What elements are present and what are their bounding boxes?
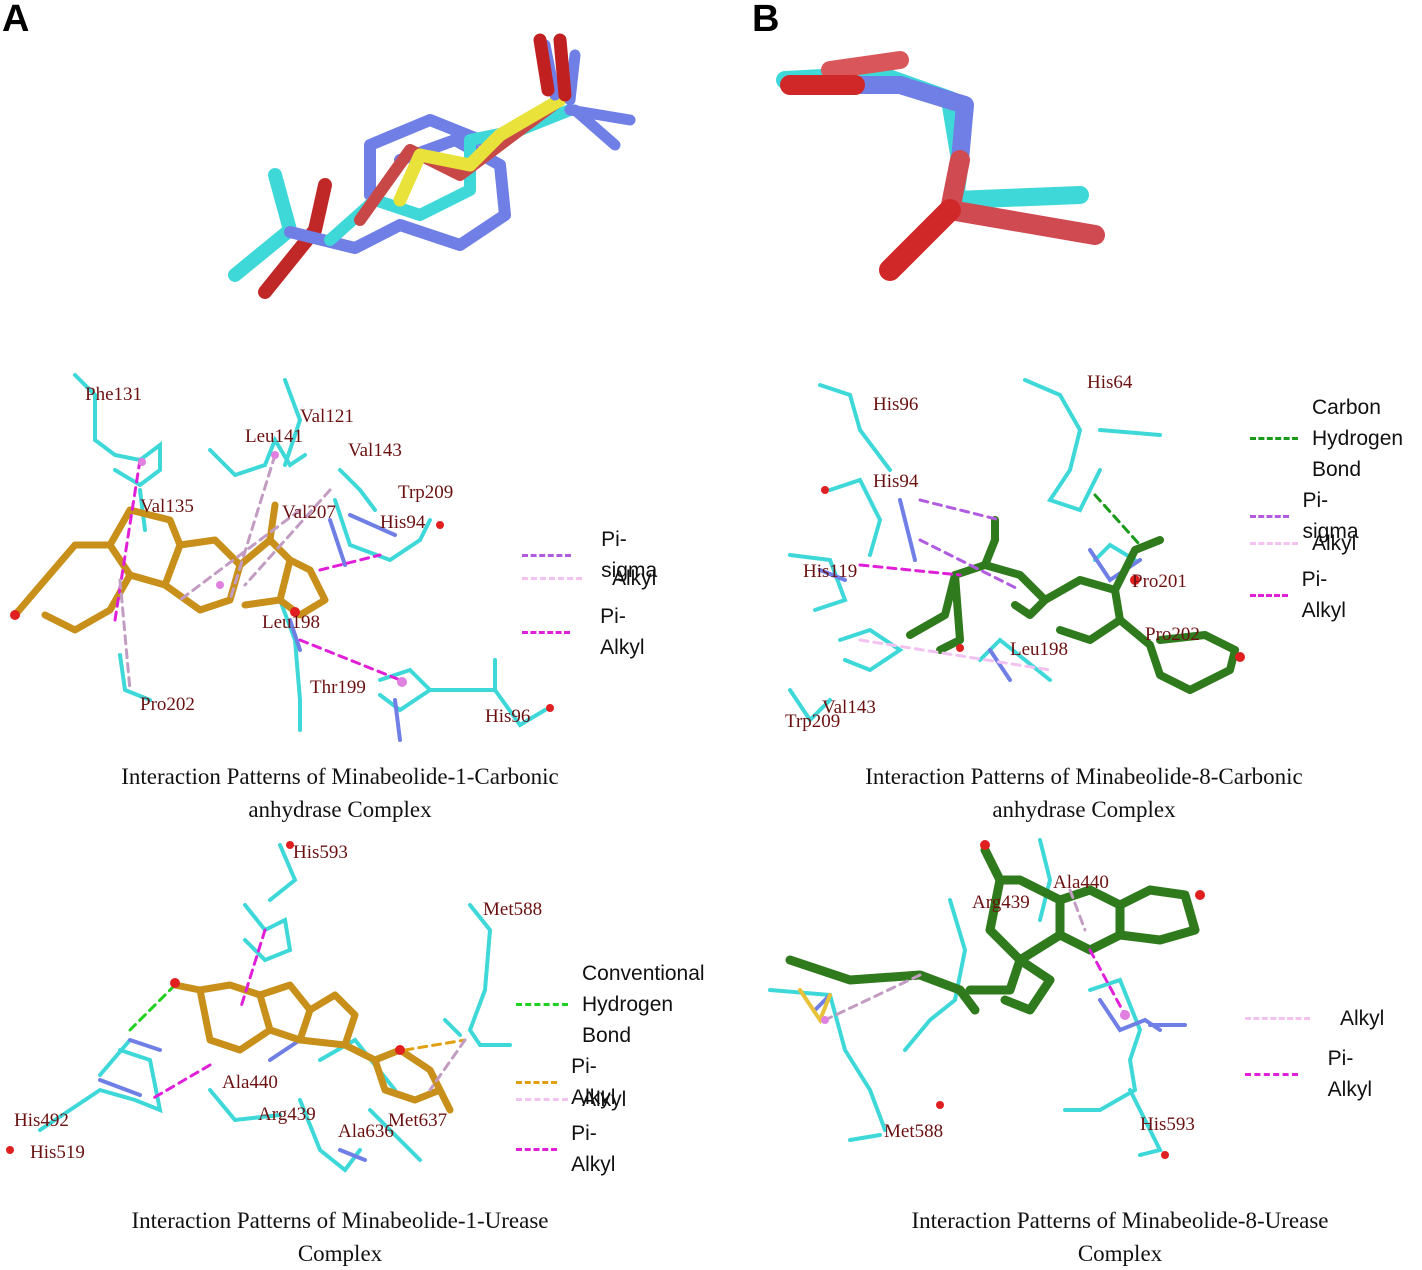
legend-label: Carbon Hydrogen Bond <box>1312 396 1404 481</box>
caption-b-ur: Interaction Patterns of Minabeolide-8-Ur… <box>820 1204 1420 1270</box>
legend-label: Alkyl <box>1340 1007 1385 1030</box>
residue-label: Val143 <box>822 697 876 718</box>
residue-label: Pro202 <box>140 694 195 715</box>
legend-item: Alkyl <box>1245 1003 1384 1034</box>
caption-line: Interaction Patterns of Minabeolide-1-Ca… <box>121 764 559 789</box>
legend-item: Alkyl <box>516 1084 626 1115</box>
residue-labels-a-ur: His593 Met588 Ala440 Arg439 Ala636 Met63… <box>14 842 542 1163</box>
residue-label: Val143 <box>348 440 402 461</box>
caption-b-ca: Interaction Patterns of Minabeolide-8-Ca… <box>784 760 1384 826</box>
residue-label: His119 <box>803 561 857 582</box>
legend-swatch <box>516 1003 568 1006</box>
residue-label: Leu198 <box>1010 639 1068 660</box>
interaction-diagram-a-ca <box>10 373 554 742</box>
legend-label: Pi-Alkyl <box>571 1055 616 1109</box>
residue-label: Val135 <box>140 496 194 517</box>
residue-label: His96 <box>485 706 530 727</box>
legend-swatch <box>1250 437 1298 440</box>
residue-label: Phe131 <box>85 384 142 405</box>
legend-swatch <box>516 1098 568 1101</box>
residue-label: Ala636 <box>338 1121 394 1142</box>
legend-swatch <box>516 1080 558 1084</box>
residue-label: Pro201 <box>1132 571 1187 592</box>
legend-item: Alkyl <box>522 563 656 594</box>
residue-label: Met637 <box>388 1110 447 1131</box>
caption-a-ur: Interaction Patterns of Minabeolide-1-Ur… <box>40 1204 640 1270</box>
panel-letter-b: B <box>752 0 780 40</box>
legend-label: Pi-Alkyl <box>571 1122 616 1176</box>
legend-label: Pi-Alkyl <box>600 605 645 659</box>
overlay-structure-a <box>228 33 636 299</box>
residue-label: His519 <box>30 1142 85 1163</box>
residue-label: Met588 <box>483 899 542 920</box>
residue-label: Arg439 <box>258 1104 316 1125</box>
legend-swatch <box>522 577 582 580</box>
legend-swatch <box>1250 514 1289 518</box>
legend-label: Pi-sigma <box>1302 489 1359 543</box>
residue-labels-b-ca: His96 His64 His94 His119 Pro201 Leu198 P… <box>785 372 1200 732</box>
legend-swatch <box>1245 1072 1298 1076</box>
legend-item: Pi-sigma <box>522 524 668 586</box>
caption-line: Complex <box>297 1241 383 1266</box>
caption-line: Interaction Patterns of Minabeolide-1-Ur… <box>131 1208 549 1233</box>
residue-label: His593 <box>293 842 348 863</box>
caption-line: Interaction Patterns of Minabeolide-8-Ur… <box>911 1208 1329 1233</box>
caption-line: anhydrase Complex <box>248 797 432 822</box>
legend-swatch <box>522 553 572 557</box>
residue-label: His593 <box>1140 1114 1195 1135</box>
legend-label: Alkyl <box>1312 532 1357 555</box>
legend-item: Alkyl <box>1250 528 1356 559</box>
legend-label: Alkyl <box>582 1088 627 1111</box>
legend-label: Conventional Hydrogen Bond <box>582 962 705 1047</box>
legend-label: Pi-sigma <box>601 528 658 582</box>
legend-label: Pi-Alkyl <box>1301 568 1346 622</box>
legend-label: Pi-Alkyl <box>1327 1047 1372 1101</box>
overlay-structure-b <box>776 51 1105 281</box>
residue-label: His94 <box>873 471 919 492</box>
legend-item: Pi-Alkyl <box>522 601 656 663</box>
caption-line: Interaction Patterns of Minabeolide-8-Ca… <box>865 764 1303 789</box>
legend-item: Conventional Hydrogen Bond <box>516 958 705 1051</box>
residue-label: Trp209 <box>785 711 840 732</box>
interaction-diagram-a-ur <box>6 841 512 1173</box>
legend-item: Carbon Hydrogen Bond <box>1250 392 1403 485</box>
caption-line: anhydrase Complex <box>992 797 1176 822</box>
residue-label: Val121 <box>300 406 354 427</box>
residue-label: Val207 <box>282 502 336 523</box>
caption-line: Complex <box>1077 1241 1163 1266</box>
residue-label: His64 <box>1087 372 1133 393</box>
legend-item: Pi-Alkyl <box>1250 564 1356 626</box>
legend-item: Pi-Alkyl <box>516 1118 626 1180</box>
residue-label: His94 <box>380 512 426 533</box>
legend-swatch <box>1245 1017 1310 1020</box>
legend-item: Pi-Alkyl <box>516 1051 626 1113</box>
residue-label: Leu198 <box>262 612 320 633</box>
residue-label: Arg439 <box>972 892 1030 913</box>
panel-letter-a: A <box>2 0 30 40</box>
legend-swatch <box>516 1147 558 1151</box>
residue-label: Trp209 <box>398 482 453 503</box>
legend-swatch <box>522 630 571 634</box>
legend-item: Pi-sigma <box>1250 485 1368 547</box>
residue-label: Ala440 <box>1053 872 1109 893</box>
legend-item: Pi-Alkyl <box>1245 1043 1384 1105</box>
legend-label: Alkyl <box>612 567 657 590</box>
residue-label: Met588 <box>884 1121 943 1142</box>
residue-labels-b-ur: Ala440 Arg439 Met588 His593 <box>884 872 1195 1142</box>
residue-label: His492 <box>14 1110 69 1131</box>
caption-a-ca: Interaction Patterns of Minabeolide-1-Ca… <box>40 760 640 826</box>
residue-label: His96 <box>873 394 918 415</box>
residue-label: Pro202 <box>1145 624 1200 645</box>
residue-label: Leu141 <box>245 426 303 447</box>
legend-swatch <box>1250 542 1298 545</box>
residue-label: Thr199 <box>310 677 366 698</box>
interaction-diagram-b-ur <box>768 838 1205 1159</box>
residue-label: Ala440 <box>222 1072 278 1093</box>
residue-labels-a-ca: Phe131 Val121 Leu141 Val143 Trp209 Val13… <box>85 384 530 727</box>
interaction-diagram-b-ca <box>788 378 1245 724</box>
legend-swatch <box>1250 593 1288 597</box>
